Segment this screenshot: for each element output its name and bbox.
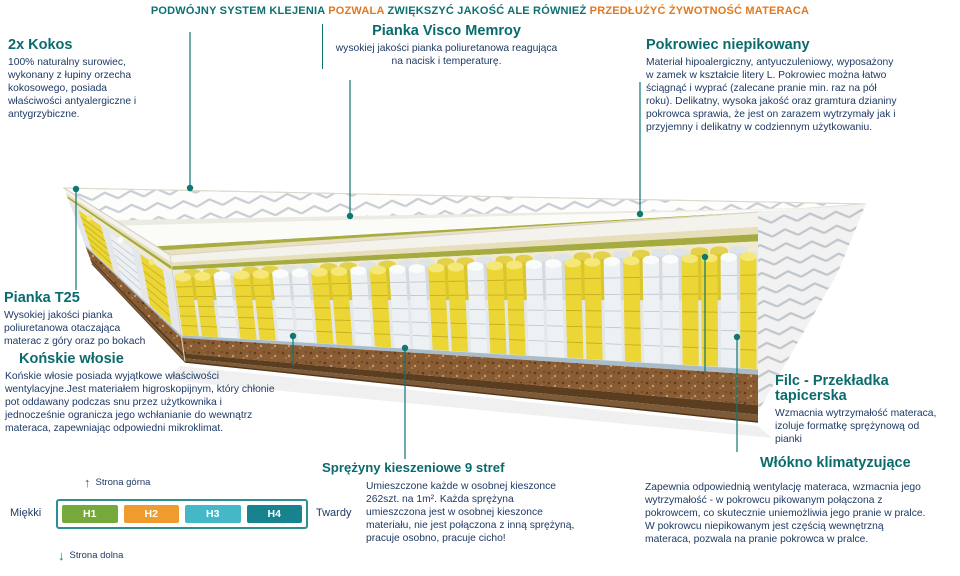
top-header: PODWÓJNY SYSTEM KLEJENIA POZWALA ZWIĘKSZ… bbox=[0, 5, 960, 17]
soft-label: Miękki bbox=[10, 507, 42, 519]
header-segment: PRZEDŁUŻYĆ ŻYWOTNOŚĆ MATERACA bbox=[589, 5, 810, 17]
hard-label: Twardy bbox=[316, 507, 352, 519]
section-sprezyny-title: Sprężyny kieszeniowe 9 stref bbox=[322, 460, 505, 475]
section-wlokno-body-wrap: Zapewnia odpowiednią wentylację materaca… bbox=[645, 482, 927, 547]
hardness-level-h2: H2 bbox=[123, 505, 179, 523]
section-wlokno-body: Zapewnia odpowiednią wentylację materaca… bbox=[645, 482, 926, 545]
bottom-side-indicator: ↓ Strona dolna bbox=[58, 549, 123, 562]
section-pokrowiec: Pokrowiec niepikowany Materiał hipoalerg… bbox=[646, 37, 898, 135]
section-sprezyny-body-wrap: Umieszczone każde w osobnej kieszonce 26… bbox=[366, 481, 576, 546]
section-wlokno-title: Włókno klimatyzujące bbox=[760, 455, 911, 471]
hardness-scale: H1 H2 H3 H4 bbox=[56, 499, 308, 529]
hardness-level-h1: H1 bbox=[62, 505, 118, 523]
arrow-down-icon: ↓ bbox=[58, 548, 65, 563]
top-side-indicator: ↑ Strona górna bbox=[84, 476, 150, 489]
header-segment: POZWALA bbox=[328, 5, 388, 17]
section-pianka-t25: Pianka T25 Wysokiej jakości pianka poliu… bbox=[4, 290, 154, 349]
section-pianka-t25-title: Pianka T25 bbox=[4, 290, 80, 306]
section-konskie-wlosie-body: Końskie włosie posiada wyjątkowe właściw… bbox=[5, 371, 275, 435]
section-pianka-t25-body: Wysokiej jakości pianka poliuretanowa ot… bbox=[4, 310, 146, 348]
arrow-up-icon: ↑ bbox=[84, 475, 91, 490]
section-konskie-wlosie: Końskie włosie Końskie włosie posiada wy… bbox=[5, 351, 277, 436]
section-filc-title: Filc - Przekładka tapicerska bbox=[775, 373, 889, 405]
section-konskie-wlosie-title: Końskie włosie bbox=[19, 351, 124, 367]
hardness-level-h4: H4 bbox=[246, 505, 302, 523]
section-visco-body: wysokiej jakości pianka poliuretanowa re… bbox=[335, 43, 558, 68]
section-sprezyny-title-wrap: Sprężyny kieszeniowe 9 stref bbox=[322, 461, 567, 479]
hardness-level-h3: H3 bbox=[185, 505, 241, 523]
header-segment: PODWÓJNY SYSTEM KLEJENIA bbox=[150, 5, 329, 17]
section-kokos-body: 100% naturalny surowiec, wykonany z łupi… bbox=[8, 57, 137, 121]
section-pokrowiec-title: Pokrowiec niepikowany bbox=[646, 37, 810, 53]
section-sprezyny-body: Umieszczone każde w osobnej kieszonce 26… bbox=[366, 481, 575, 544]
section-wlokno-title-wrap: Włókno klimatyzujące bbox=[760, 455, 945, 475]
section-kokos-title: 2x Kokos bbox=[8, 37, 73, 53]
section-kokos: 2x Kokos 100% naturalny surowiec, wykona… bbox=[8, 37, 158, 122]
header-segment: ZWIĘKSZYĆ JAKOŚĆ ALE RÓWNIEŻ bbox=[387, 5, 590, 17]
section-visco: Pianka Visco Memroy wysokiej jakości pia… bbox=[322, 23, 562, 70]
section-pokrowiec-body: Materiał hipoalergiczny, antyuczuleniowy… bbox=[646, 57, 897, 134]
section-filc-body: Wzmacnia wytrzymałość materaca, izoluje … bbox=[775, 408, 937, 446]
bottom-side-label: Strona dolna bbox=[69, 550, 124, 561]
top-side-label: Strona górna bbox=[95, 477, 151, 488]
section-filc: Filc - Przekładka tapicerska Wzmacnia wy… bbox=[775, 373, 945, 447]
section-visco-title: Pianka Visco Memroy bbox=[372, 23, 521, 39]
